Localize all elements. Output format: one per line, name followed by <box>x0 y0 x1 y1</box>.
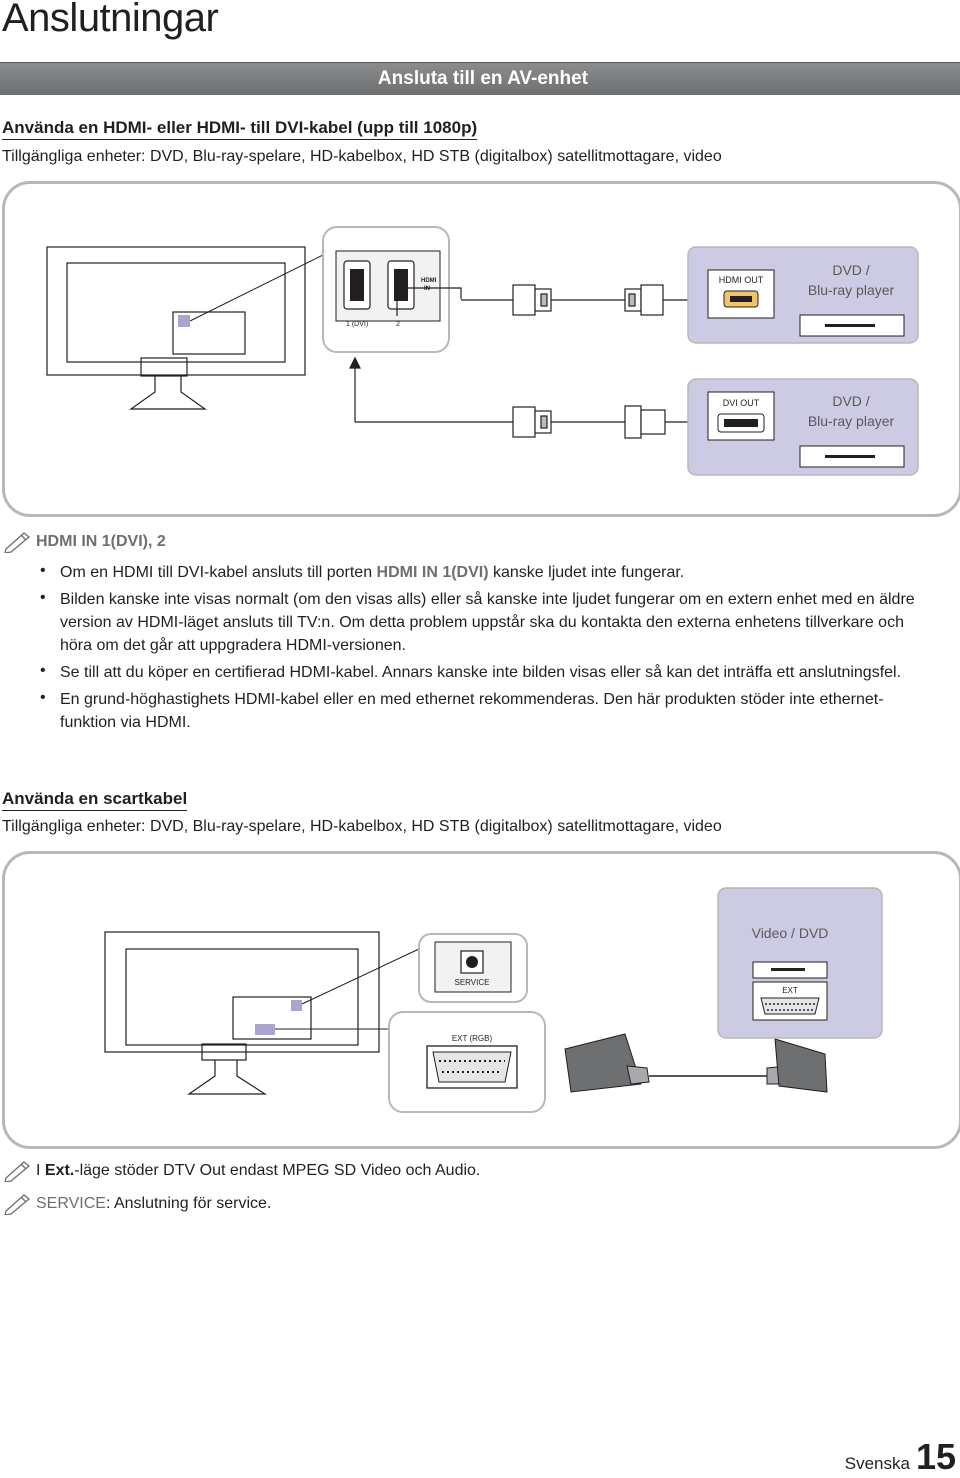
section-header-bar: Ansluta till en AV-enhet <box>0 62 960 95</box>
scart-port-panel: EXT (RGB) <box>388 1011 546 1113</box>
note-pencil-icon <box>4 532 31 553</box>
scart-connection-diagram: SERVICE EXT (RGB) Video / DVD EXT <box>2 851 960 1149</box>
list-item: En grund-höghastighets HDMI-kabel eller … <box>40 686 930 734</box>
tv-illustration <box>46 246 306 410</box>
service-label: SERVICE <box>455 978 490 987</box>
tv-scart-port-highlight <box>255 1024 275 1035</box>
service-port-panel: SERVICE <box>418 933 528 1003</box>
hdmi-diagram-graphic: HDMI IN 1 (DVI) 2 <box>46 226 919 476</box>
hdmi-to-dvi-cable <box>349 356 711 439</box>
tv-illustration <box>104 931 380 1095</box>
page-footer: Svenska 15 <box>845 1436 956 1478</box>
list-item: Se till att du köper en certifierad HDMI… <box>40 659 930 684</box>
hdmi-out-label: HDMI OUT <box>719 275 764 285</box>
page-number: 15 <box>915 1436 956 1477</box>
hdmi-bullet-list: Om en HDMI till DVI-kabel ansluts till p… <box>40 559 930 738</box>
ext-label: EXT <box>782 986 798 995</box>
hdmi-note-title: HDMI IN 1(DVI), 2 <box>36 533 166 551</box>
port-2-label: 2 <box>396 321 400 328</box>
footer-language: Svenska <box>844 1454 910 1473</box>
dvi-out-label: DVI OUT <box>723 398 760 408</box>
ext-mode-note: I Ext.-läge stöder DTV Out endast MPEG S… <box>2 1160 480 1182</box>
svg-text:IN: IN <box>424 286 430 292</box>
list-item: Om en HDMI till DVI-kabel ansluts till p… <box>40 559 930 584</box>
page-title: Anslutningar <box>2 0 219 40</box>
zoom-line <box>189 248 336 322</box>
scart-cable <box>564 1033 828 1093</box>
tv-service-port-highlight <box>291 1000 302 1011</box>
device2-name-line1: DVD / <box>832 393 869 409</box>
hdmi-port-panel: HDMI IN 1 (DVI) 2 <box>322 226 450 353</box>
hdmi-available-devices: Tillgängliga enheter: DVD, Blu-ray-spela… <box>2 148 722 165</box>
dvd-player-hdmi-device: HDMI OUT DVD / Blu-ray player <box>687 246 919 344</box>
hdmi-section-heading: Använda en HDMI- eller HDMI- till DVI-ka… <box>2 118 478 140</box>
service-note: SERVICE: Anslutning för service. <box>2 1193 271 1215</box>
device2-name-line2: Blu-ray player <box>808 413 895 429</box>
device1-name-line2: Blu-ray player <box>808 282 895 298</box>
note-pencil-icon <box>4 1161 31 1182</box>
hdmi-note: HDMI IN 1(DVI), 2 <box>2 531 166 553</box>
scart-section-heading: Använda en scartkabel <box>2 789 188 811</box>
video-dvd-label: Video / DVD <box>752 925 829 941</box>
device1-name-line1: DVD / <box>832 262 869 278</box>
list-item: Bilden kanske inte visas normalt (om den… <box>40 586 930 657</box>
hdmi-cable <box>396 284 711 316</box>
hdmi-connection-diagram: HDMI IN 1 (DVI) 2 <box>2 181 960 517</box>
scart-available-devices: Tillgängliga enheter: DVD, Blu-ray-spela… <box>2 818 722 835</box>
section-title: Ansluta till en AV-enhet <box>377 68 588 89</box>
video-dvd-device: Video / DVD EXT <box>717 887 883 1039</box>
dvd-player-dvi-device: DVI OUT DVD / Blu-ray player <box>687 378 919 476</box>
tv-port-highlight <box>178 315 190 327</box>
note-pencil-icon <box>4 1194 31 1215</box>
svg-text:HDMI: HDMI <box>421 278 437 284</box>
port-1-label: 1 (DVI) <box>346 321 368 328</box>
ext-rgb-label: EXT (RGB) <box>452 1034 493 1043</box>
scart-diagram-graphic: SERVICE EXT (RGB) Video / DVD EXT <box>104 887 883 1113</box>
